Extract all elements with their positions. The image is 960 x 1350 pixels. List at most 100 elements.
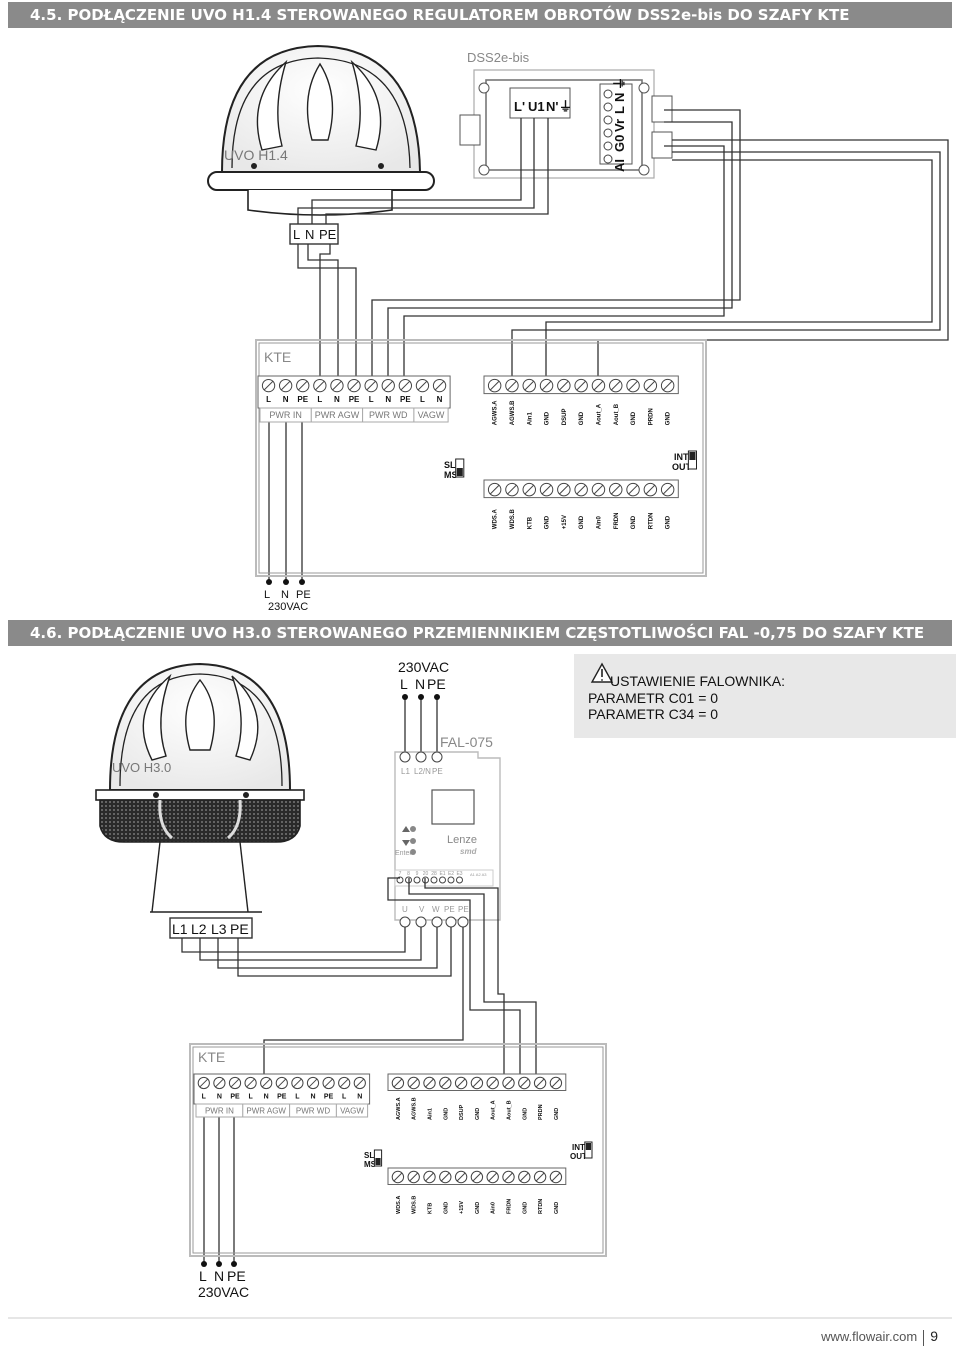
kte-signal-screw bbox=[574, 378, 588, 393]
kte-signal-top-label: Aout_A bbox=[491, 1100, 497, 1120]
kte-signal-top-label: GND bbox=[554, 1108, 560, 1120]
fal-control-terminal-label: 7 bbox=[399, 871, 402, 877]
dss2e-bis-box bbox=[459, 69, 673, 179]
kte-signal-screw bbox=[423, 1076, 436, 1090]
kte-power-screw bbox=[260, 1076, 273, 1090]
kte-signal-screw bbox=[522, 482, 536, 497]
bottom-supply-voltage: 230VAC bbox=[198, 1284, 249, 1300]
kte-power-terminal-label: L bbox=[369, 395, 374, 404]
kte-top-title: KTE bbox=[264, 349, 291, 365]
kte-power-terminal-label: L bbox=[295, 1094, 300, 1101]
kte-power-terminal-label: N bbox=[283, 395, 289, 404]
kte-signal-screw bbox=[533, 1076, 547, 1090]
uvo3-term-l3: L3 bbox=[211, 921, 227, 937]
kte-power-terminal-label: L bbox=[266, 395, 271, 404]
kte-signal-top-label: DSUP bbox=[459, 1104, 465, 1120]
kte-signal-screw bbox=[643, 378, 658, 393]
kte-power-terminal-label: PE bbox=[324, 1094, 334, 1101]
sl-ms-switch[interactable] bbox=[373, 1149, 383, 1167]
kte-signal-screw bbox=[423, 1170, 436, 1184]
kte-bottom-title: KTE bbox=[198, 1049, 225, 1065]
kte-signal-top-label: Aout_B bbox=[614, 403, 620, 425]
kte-power-screw bbox=[398, 378, 413, 393]
kte-power-screw bbox=[278, 378, 293, 393]
footer-url[interactable]: www.flowair.com bbox=[821, 1329, 918, 1344]
kte-power-terminal-label: PE bbox=[400, 395, 411, 404]
kte-signal-top-label: DSUP bbox=[562, 409, 568, 426]
kte-signal-top-label: AGWS.A bbox=[493, 400, 499, 425]
kte-signal-top-label: PRDN bbox=[648, 408, 654, 425]
kte-cabinet-bottom bbox=[189, 1043, 607, 1257]
top-supply-l: L bbox=[264, 589, 270, 601]
fal-supply-l: L bbox=[400, 676, 408, 692]
kte-power-screw bbox=[330, 378, 344, 393]
fal-control-terminal-label: E3 bbox=[456, 871, 462, 877]
kte-power-screw bbox=[313, 378, 327, 393]
kte-signal-screw bbox=[660, 378, 675, 393]
dss-term-ground: ⏚ bbox=[559, 99, 572, 114]
kte-cabinet-top bbox=[255, 339, 707, 577]
kte-signal-top-label: AGWS.A bbox=[396, 1097, 402, 1120]
bottom-supply-n: N bbox=[214, 1268, 224, 1284]
uvo-h3-0-terminal-box bbox=[169, 917, 253, 939]
kte-signal-bottom-label: Ain0 bbox=[491, 1202, 497, 1214]
kte-power-screw bbox=[228, 1076, 242, 1090]
kte-signal-top-label: Aout_A bbox=[596, 403, 602, 425]
kte-signal-bottom-label: Ain0 bbox=[596, 516, 602, 530]
kte-signal-bottom-label: WDS.B bbox=[510, 509, 516, 530]
fal-control-terminal-label: 9 bbox=[416, 871, 419, 877]
kte-power-terminal-label: N bbox=[264, 1094, 269, 1101]
dss-term-l-in: L bbox=[612, 106, 627, 114]
kte-power-terminal-label: PE bbox=[297, 395, 308, 404]
switch-int-label: INT bbox=[674, 452, 689, 462]
uvo-term-pe: PE bbox=[319, 227, 337, 242]
kte-power-group-label: PWR WD bbox=[296, 1106, 330, 1115]
kte-signal-screw bbox=[549, 1170, 563, 1184]
kte-signal-top-label: PRDN bbox=[538, 1104, 544, 1120]
kte-power-group-label: VAGW bbox=[418, 410, 445, 420]
int-out-switch[interactable] bbox=[687, 450, 698, 470]
kte-power-terminal-label: N bbox=[437, 395, 443, 404]
switch-ms-label: MS bbox=[364, 1160, 377, 1169]
kte-signal-top-label: GND bbox=[631, 411, 637, 425]
dss-term-n-in: N bbox=[612, 93, 627, 102]
kte-signal-bottom-label: RTDN bbox=[538, 1199, 544, 1214]
kte-signal-bottom-label: GND bbox=[475, 1202, 481, 1214]
top-supply-arrows bbox=[266, 579, 305, 585]
inverter-settings-box bbox=[574, 654, 956, 738]
uvo-term-n: N bbox=[305, 227, 314, 242]
kte-signal-screw bbox=[407, 1170, 420, 1184]
fal-supply-n: N bbox=[415, 676, 425, 692]
kte-power-screw bbox=[291, 1076, 304, 1090]
kte-signal-screw bbox=[522, 378, 536, 393]
kte-signal-bottom-label: WDS.B bbox=[412, 1196, 418, 1214]
uvo-h1-4-label: UVO H1.4 bbox=[224, 147, 288, 163]
uvo-h3-0-heater bbox=[95, 662, 305, 913]
settings-title: USTAWIENIE FALOWNIKA: bbox=[610, 673, 785, 689]
kte-signal-bottom-label: GND bbox=[522, 1202, 528, 1214]
dss-term-n-out: N' bbox=[546, 99, 558, 114]
kte-signal-screw bbox=[574, 482, 588, 497]
kte-signal-screw bbox=[626, 378, 640, 393]
kte-signal-bottom-label: +15V bbox=[459, 1201, 465, 1214]
fal-keypad bbox=[402, 826, 416, 855]
fal-term-pe-out2: PE bbox=[458, 905, 469, 914]
dss-term-vr: Vr bbox=[612, 119, 627, 132]
dss2e-bis-title: DSS2e-bis bbox=[467, 50, 530, 65]
kte-signal-top-label: Ain1 bbox=[527, 412, 533, 426]
int-out-switch[interactable] bbox=[584, 1141, 593, 1159]
kte-signal-screw bbox=[557, 378, 571, 393]
kte-signal-screw bbox=[486, 1170, 499, 1184]
switch-ms-label: MS bbox=[444, 470, 458, 480]
sl-ms-switch[interactable] bbox=[455, 458, 465, 478]
kte-signal-screw bbox=[502, 1076, 515, 1090]
kte-power-terminal-label: L bbox=[420, 395, 425, 404]
uvo3-term-pe: PE bbox=[230, 921, 249, 937]
kte-power-terminal-label: N bbox=[357, 1094, 362, 1101]
kte-power-screw bbox=[261, 378, 276, 393]
kte-power-terminal-label: N bbox=[310, 1094, 315, 1101]
top-supply-voltage: 230VAC bbox=[268, 601, 308, 613]
page-number: 9 bbox=[930, 1328, 938, 1344]
kte-signal-top-label: GND bbox=[475, 1108, 481, 1120]
